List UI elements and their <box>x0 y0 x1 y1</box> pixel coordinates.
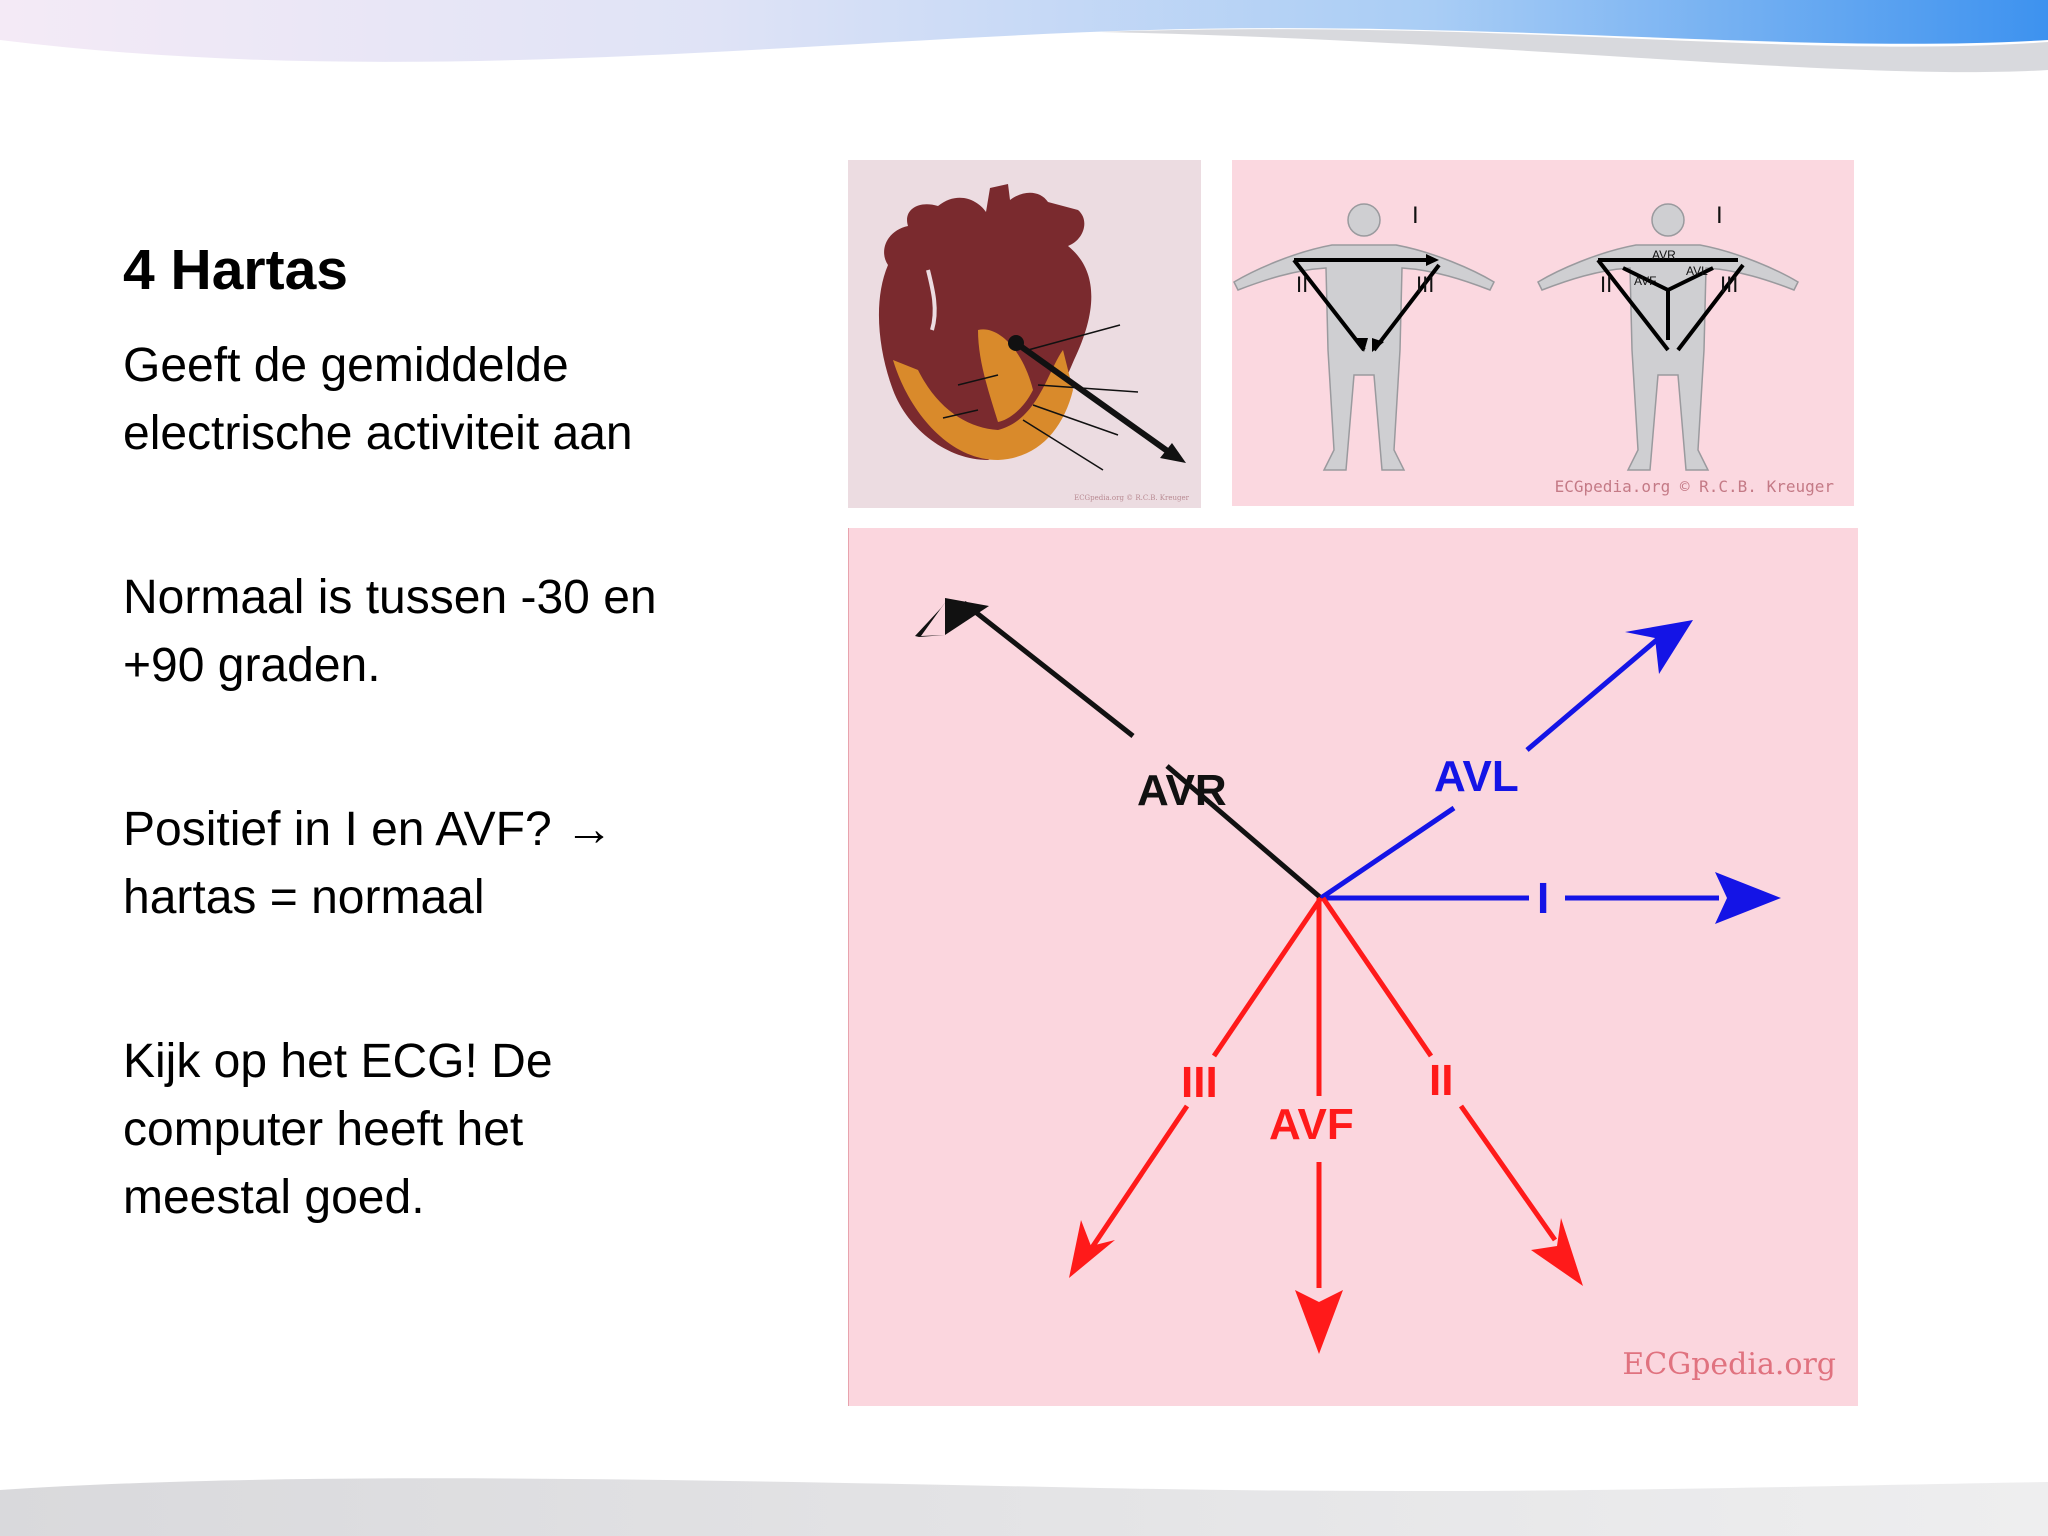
text-line: hartas = normaal <box>123 871 485 924</box>
lead-axes-diagram <box>915 598 1781 1354</box>
lead-label: AVF <box>1634 274 1657 288</box>
bottom-wave-decoration <box>0 1478 2048 1536</box>
lead-label-avr: AVR <box>1137 766 1227 815</box>
lead-label: AVL <box>1686 264 1708 278</box>
lead-label: II <box>1600 272 1613 297</box>
slide-text-column: 4 Hartas Geeft de gemiddelde electrische… <box>123 232 743 1328</box>
lead-axes-figure: AVR AVL I III AVF II ECGpedia.org <box>848 528 1858 1406</box>
ventricle-wall-shape <box>893 350 1073 460</box>
lead-label-ii: II <box>1429 1056 1454 1105</box>
lead-label-i: I <box>1537 874 1550 923</box>
heart-figure-credit: ECGpedia.org © R.C.B. Kreuger <box>1074 494 1189 502</box>
paragraph-check-ecg: Kijk op het ECG! De computer heeft het m… <box>123 1028 743 1232</box>
bodies-figure-credit: ECGpedia.org © R.C.B. Kreuger <box>1554 477 1834 496</box>
top-wave-decoration <box>0 0 2048 73</box>
axes-figure-credit: ECGpedia.org <box>1622 1347 1836 1382</box>
heart-muscle-shape <box>878 184 1092 460</box>
slide-title: 4 Hartas <box>123 238 348 302</box>
paragraph-positive-leads: Positief in I en AVF? → hartas = normaal <box>123 796 743 932</box>
i-arrowhead <box>1715 872 1781 924</box>
text-line: meestal goed. <box>123 1171 425 1224</box>
heart-vector-figure: ECGpedia.org © R.C.B. Kreuger <box>848 160 1201 508</box>
septum-shape <box>978 329 1033 422</box>
iii-arrowhead <box>1069 1220 1115 1278</box>
lead-label: AVR <box>1652 248 1676 262</box>
text-line: +90 graden. <box>123 639 381 692</box>
lead-label-avl: AVL <box>1434 752 1519 801</box>
lead-label: I <box>1412 202 1419 229</box>
avr-arrowhead <box>945 598 989 635</box>
avr-arrowhead <box>915 600 947 637</box>
lead-label: III <box>1720 272 1739 297</box>
text-line: Kijk op het ECG! De <box>123 1035 553 1088</box>
lead-label-iii: III <box>1181 1058 1218 1107</box>
einthoven-triangle-figure: ECGpedia.org © R.C.B. Kreuger I II III I… <box>1232 160 1854 506</box>
paragraph-description: Geeft de gemiddelde electrische activite… <box>123 332 743 468</box>
avl-vector <box>1319 636 1661 901</box>
avr-vector <box>962 601 1323 900</box>
lead-label: I <box>1716 202 1723 229</box>
text-line: Normaal is tussen -30 en <box>123 571 657 624</box>
paragraph-normal-range: Normaal is tussen -30 en +90 graden. <box>123 564 743 700</box>
avl-arrowhead <box>1625 620 1693 674</box>
heart-illustration <box>878 184 1186 471</box>
ii-vector <box>1320 896 1558 1242</box>
lead-label-avf: AVF <box>1269 1100 1354 1149</box>
text-line: computer heeft het <box>123 1103 524 1156</box>
iii-vector <box>1082 896 1324 1260</box>
ii-arrowhead <box>1531 1218 1583 1286</box>
text-line: Geeft de gemiddelde <box>123 339 569 392</box>
text-line: Positief in I en AVF? → <box>123 803 614 856</box>
einthoven-illustration <box>1233 203 1799 471</box>
text-line: electrische activiteit aan <box>123 407 633 460</box>
lead-label: II <box>1296 272 1309 297</box>
lead-label: III <box>1416 272 1435 297</box>
avf-arrowhead <box>1295 1290 1343 1354</box>
